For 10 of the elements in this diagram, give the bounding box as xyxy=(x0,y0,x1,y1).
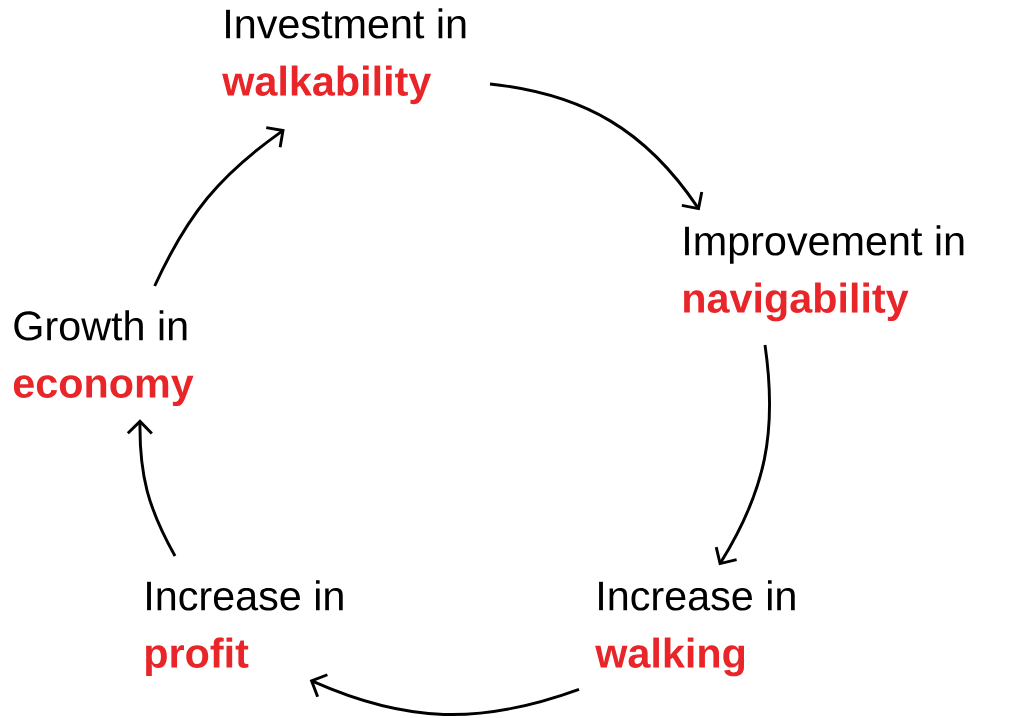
step-label: Improvement in navigability xyxy=(684,225,964,322)
curved-arrow xyxy=(126,419,177,557)
curved-arrow xyxy=(714,344,772,566)
step-label: Investment in walkability xyxy=(222,8,466,105)
curved-arrow xyxy=(489,82,704,211)
curved-arrow xyxy=(309,673,580,716)
step-label: Growth in economy xyxy=(13,310,194,407)
curved-arrow xyxy=(153,126,285,287)
step-label: Increase in walking xyxy=(595,580,795,677)
step-label: Increase in profit xyxy=(146,580,343,677)
